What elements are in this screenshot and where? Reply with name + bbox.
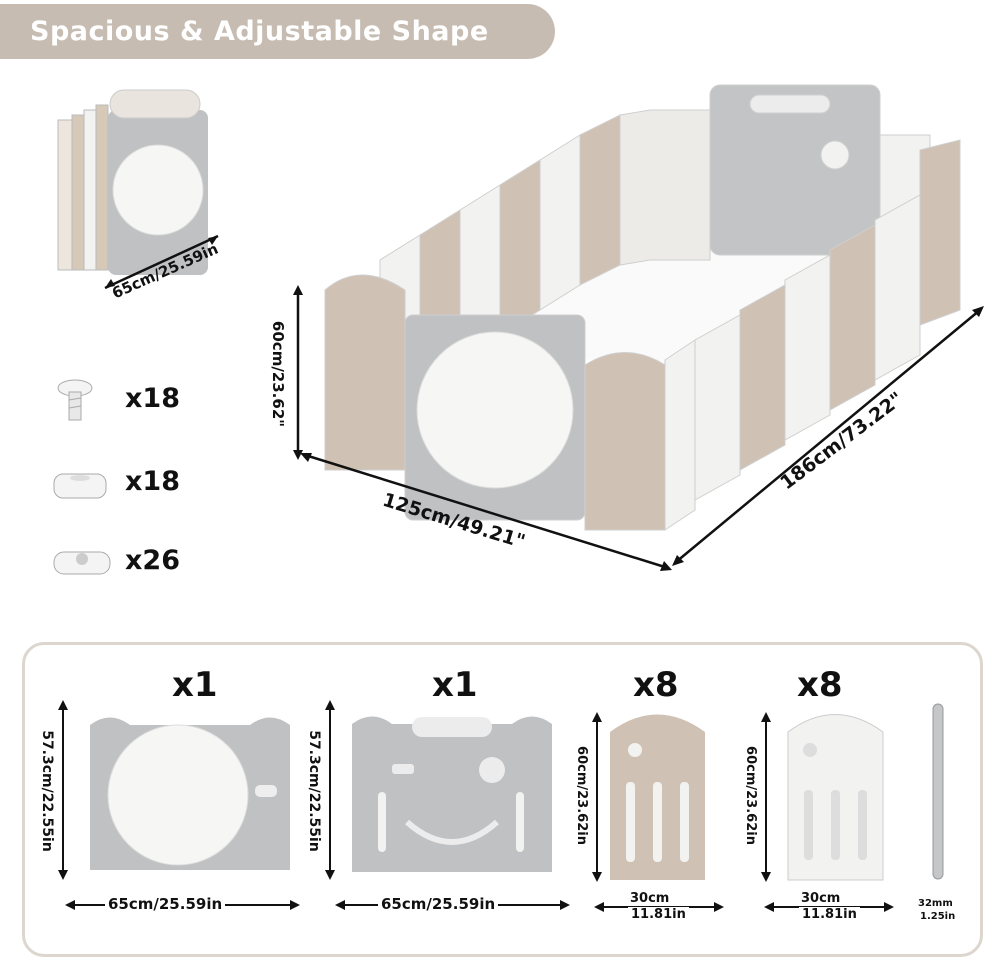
gate-panel-image <box>90 717 290 870</box>
white-panel-height-arrow <box>761 712 771 882</box>
beige-panel-width-in: 11.81in <box>628 907 689 922</box>
connector-clip-count: x26 <box>125 545 180 576</box>
gate-panel-qty: x1 <box>172 665 218 705</box>
activity-panel-height-label: 57.3cm/22.55in <box>305 730 322 852</box>
beige-panel-image <box>610 714 705 880</box>
assembled-height-arrow <box>293 285 303 460</box>
title-banner: Spacious & Adjustable Shape <box>0 4 555 59</box>
assembled-height-label: 60cm/23.62" <box>269 320 288 428</box>
base-pad-count: x18 <box>125 466 180 497</box>
activity-panel-height-arrow <box>325 700 335 880</box>
beige-panel-width-cm: 30cm <box>627 891 673 906</box>
gate-panel-height-arrow <box>58 700 68 880</box>
white-panel-width-in: 11.81in <box>799 907 860 922</box>
assembled-playpen-image <box>324 84 961 531</box>
folded-playpen-image <box>57 89 208 275</box>
gate-panel-width-label: 65cm/25.59in <box>105 895 226 913</box>
connector-rod-width-in: 1.25in <box>920 911 956 922</box>
assembled-length-arrow <box>672 306 984 566</box>
beige-panel-height-label: 60cm/23.62in <box>573 746 589 845</box>
connector-clip-icon <box>53 551 111 575</box>
white-panel-qty: x8 <box>797 665 843 705</box>
white-panel-width-cm: 30cm <box>798 891 844 906</box>
gate-panel-height-label: 57.3cm/22.55in <box>38 730 55 852</box>
beige-panel-height-arrow <box>592 712 602 882</box>
folded-dimension-arrow <box>104 234 219 290</box>
page-title: Spacious & Adjustable Shape <box>30 16 489 47</box>
activity-panel-qty: x1 <box>432 665 478 705</box>
base-pad-icon <box>53 473 107 499</box>
activity-panel-image <box>352 716 552 872</box>
screw-count: x18 <box>125 383 180 414</box>
white-panel-height-label: 60cm/23.62in <box>742 746 758 845</box>
assembled-width-arrow <box>300 453 672 571</box>
beige-panel-qty: x8 <box>633 665 679 705</box>
connector-rod-width-mm: 32mm <box>918 898 953 909</box>
screw-icon <box>57 379 93 421</box>
activity-panel-width-label: 65cm/25.59in <box>378 895 499 913</box>
white-panel-image <box>787 714 884 881</box>
connector-rod-image <box>932 703 944 880</box>
